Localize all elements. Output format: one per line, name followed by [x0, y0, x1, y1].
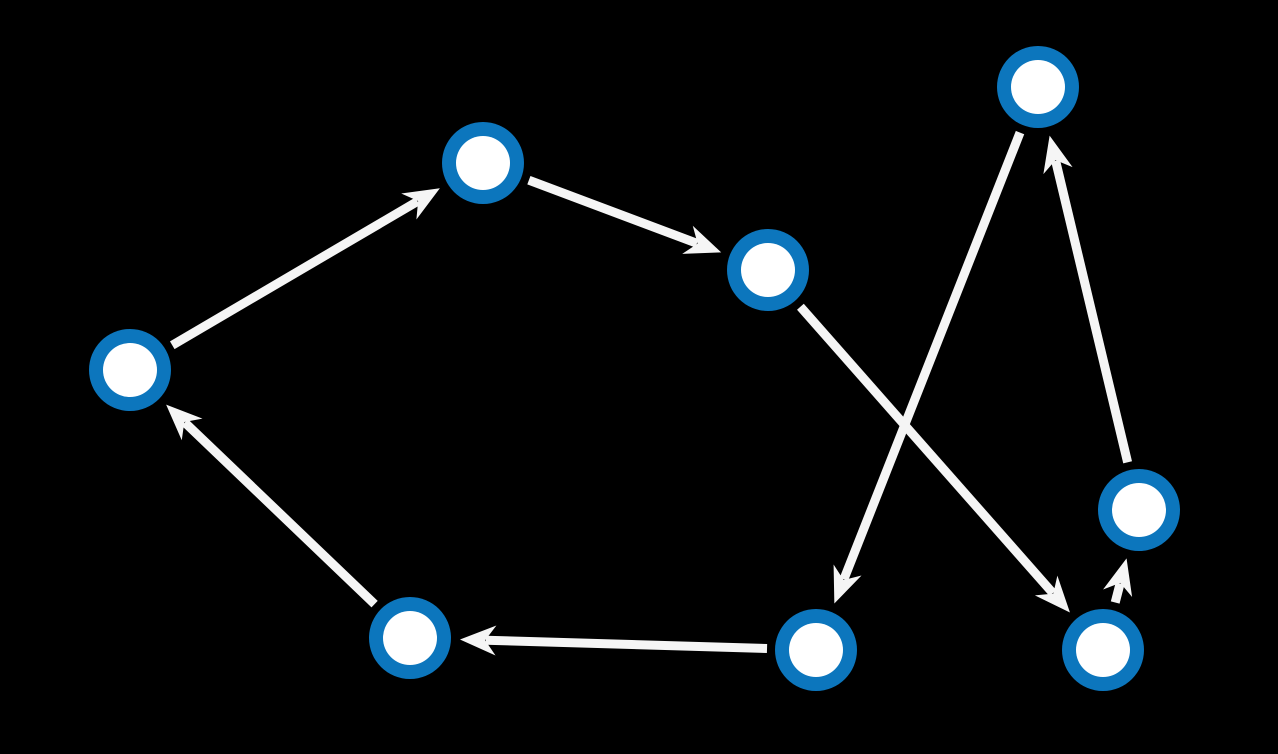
edge-arrowhead [459, 625, 497, 656]
graph-node-n7[interactable] [775, 609, 857, 691]
graph-node-n5[interactable] [1098, 469, 1180, 551]
graph-node-n4[interactable] [997, 46, 1079, 128]
edge-shaft [527, 176, 699, 248]
edge-arrowhead [1034, 575, 1070, 613]
edge-arrowhead [1103, 558, 1133, 598]
graph-edge-n5-to-n4[interactable] [1043, 135, 1132, 464]
edge-arrowhead [682, 225, 722, 254]
graph-edge-n1-to-n2[interactable] [169, 188, 440, 350]
graph-edge-n3-to-n6[interactable] [797, 303, 1070, 613]
edge-shaft [797, 303, 1057, 597]
edge-arrowhead [401, 188, 440, 220]
node-layer [89, 46, 1180, 691]
edge-shaft [839, 130, 1025, 582]
node-core [456, 136, 510, 190]
graph-node-n1[interactable] [89, 329, 171, 411]
edge-arrowhead [833, 564, 862, 604]
graph-node-n6[interactable] [1062, 609, 1144, 691]
graph-edge-n2-to-n3[interactable] [527, 176, 722, 254]
node-core [383, 611, 437, 665]
edge-shaft [181, 419, 378, 608]
graph-node-n2[interactable] [442, 122, 524, 204]
edge-arrowhead [166, 404, 203, 441]
edge-shaft [1051, 159, 1132, 464]
graph-edge-n7-to-n8[interactable] [459, 625, 768, 656]
edge-layer [166, 130, 1133, 656]
node-core [1011, 60, 1065, 114]
node-core [103, 343, 157, 397]
graph-edge-n4-to-n7[interactable] [833, 130, 1025, 604]
graph-node-n3[interactable] [727, 229, 809, 311]
node-core [789, 623, 843, 677]
node-core [1112, 483, 1166, 537]
edge-shaft [1110, 582, 1125, 604]
node-core [1076, 623, 1130, 677]
edge-arrowhead [1043, 135, 1073, 175]
node-core [741, 243, 795, 297]
graph-edge-n8-to-n1[interactable] [166, 404, 378, 608]
edge-shaft [169, 197, 420, 350]
graph-edge-n6-to-n5[interactable] [1103, 558, 1133, 604]
graph-node-n8[interactable] [369, 597, 451, 679]
edge-shaft [485, 635, 768, 654]
